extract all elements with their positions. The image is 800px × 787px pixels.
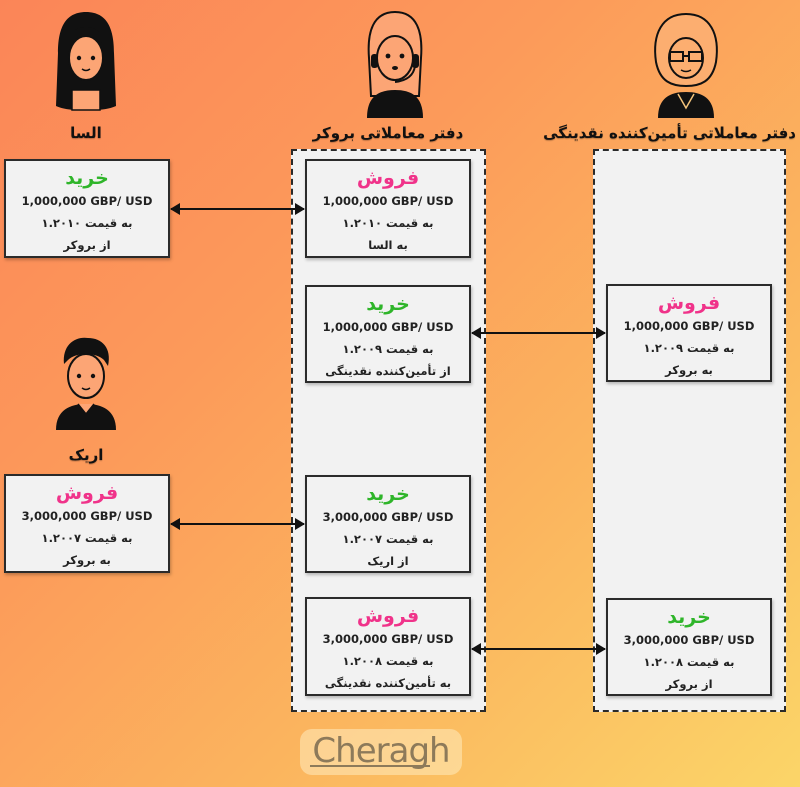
trade-counterparty: به تأمین‌کننده نقدینگی [324, 676, 452, 690]
trade-counterparty: از اریک [367, 554, 409, 568]
trade-amount: 3,000,000 GBP/ USD [322, 510, 454, 524]
broker-trade-card-3: خرید 3,000,000 GBP/ USD به قیمت ۱.۲۰۰۷ ا… [305, 475, 471, 573]
trade-amount: 1,000,000 GBP/ USD [623, 319, 755, 333]
eric-trade-card: فروش 3,000,000 GBP/ USD به قیمت ۱.۲۰۰۷ ب… [4, 474, 170, 573]
trade-action: خرید [65, 167, 109, 189]
broker-trade-card-1: فروش 1,000,000 GBP/ USD به قیمت ۱.۲۰۱۰ ب… [305, 159, 471, 258]
trade-amount: 1,000,000 GBP/ USD [21, 194, 153, 208]
broker-trade-card-2: خرید 1,000,000 GBP/ USD به قیمت ۱.۲۰۰۹ ا… [305, 285, 471, 383]
trade-price: به قیمت ۱.۲۰۰۷ [41, 531, 133, 545]
trade-amount: 3,000,000 GBP/ USD [21, 509, 153, 523]
lp-trade-card-1: فروش 1,000,000 GBP/ USD به قیمت ۱.۲۰۰۹ ب… [606, 284, 772, 382]
double-arrow-broker-lp-1 [471, 327, 606, 339]
trade-amount: 3,000,000 GBP/ USD [623, 633, 755, 647]
trade-counterparty: از تأمین‌کننده نقدینگی [325, 364, 451, 378]
eric-label: اریک [68, 446, 104, 464]
trade-price: به قیمت ۱.۲۰۱۰ [342, 216, 434, 230]
trade-counterparty: به بروکر [63, 553, 111, 567]
trade-action: فروش [657, 292, 721, 314]
logo-underline [310, 765, 430, 767]
woman-glasses-avatar-icon [654, 12, 718, 118]
trade-price: به قیمت ۱.۲۰۰۸ [643, 655, 735, 669]
logo-text: Cheragh [312, 731, 450, 771]
trade-price: به قیمت ۱.۲۰۰۷ [342, 532, 434, 546]
trade-counterparty: به بروکر [665, 363, 713, 377]
lp-trade-card-2: خرید 3,000,000 GBP/ USD به قیمت ۱.۲۰۰۸ ا… [606, 598, 772, 696]
broker-trade-card-4: فروش 3,000,000 GBP/ USD به قیمت ۱.۲۰۰۸ ب… [305, 597, 471, 696]
elsa-trade-card: خرید 1,000,000 GBP/ USD به قیمت ۱.۲۰۱۰ ا… [4, 159, 170, 258]
trade-amount: 3,000,000 GBP/ USD [322, 632, 454, 646]
double-arrow-eric-broker [170, 518, 305, 530]
trade-counterparty: از بروکر [665, 677, 713, 691]
cheragh-logo: Cheragh [300, 729, 462, 775]
double-arrow-elsa-broker [170, 203, 305, 215]
trade-action: خرید [667, 606, 711, 628]
trade-action: خرید [366, 293, 410, 315]
liquidity-provider-office-label: دفتر معاملاتی تأمین‌کننده نقدینگی [543, 124, 796, 142]
trade-price: به قیمت ۱.۲۰۰۹ [342, 342, 434, 356]
trade-action: فروش [356, 605, 420, 627]
double-arrow-broker-lp-2 [471, 643, 606, 655]
trade-amount: 1,000,000 GBP/ USD [322, 194, 454, 208]
trade-action: فروش [356, 167, 420, 189]
trade-price: به قیمت ۱.۲۰۱۰ [41, 216, 133, 230]
trade-counterparty: از بروکر [63, 238, 111, 252]
young-man-avatar-icon [56, 337, 116, 430]
trade-action: خرید [366, 483, 410, 505]
trade-price: به قیمت ۱.۲۰۰۹ [643, 341, 735, 355]
trade-action: فروش [55, 482, 119, 504]
broker-office-label: دفتر معاملاتی بروکر [312, 124, 464, 142]
trade-counterparty: به السا [368, 238, 408, 252]
woman-long-hair-avatar-icon [56, 12, 116, 111]
elsa-label: السا [70, 124, 102, 142]
headset-operator-avatar-icon [367, 10, 423, 118]
trade-price: به قیمت ۱.۲۰۰۸ [342, 654, 434, 668]
trade-amount: 1,000,000 GBP/ USD [322, 320, 454, 334]
